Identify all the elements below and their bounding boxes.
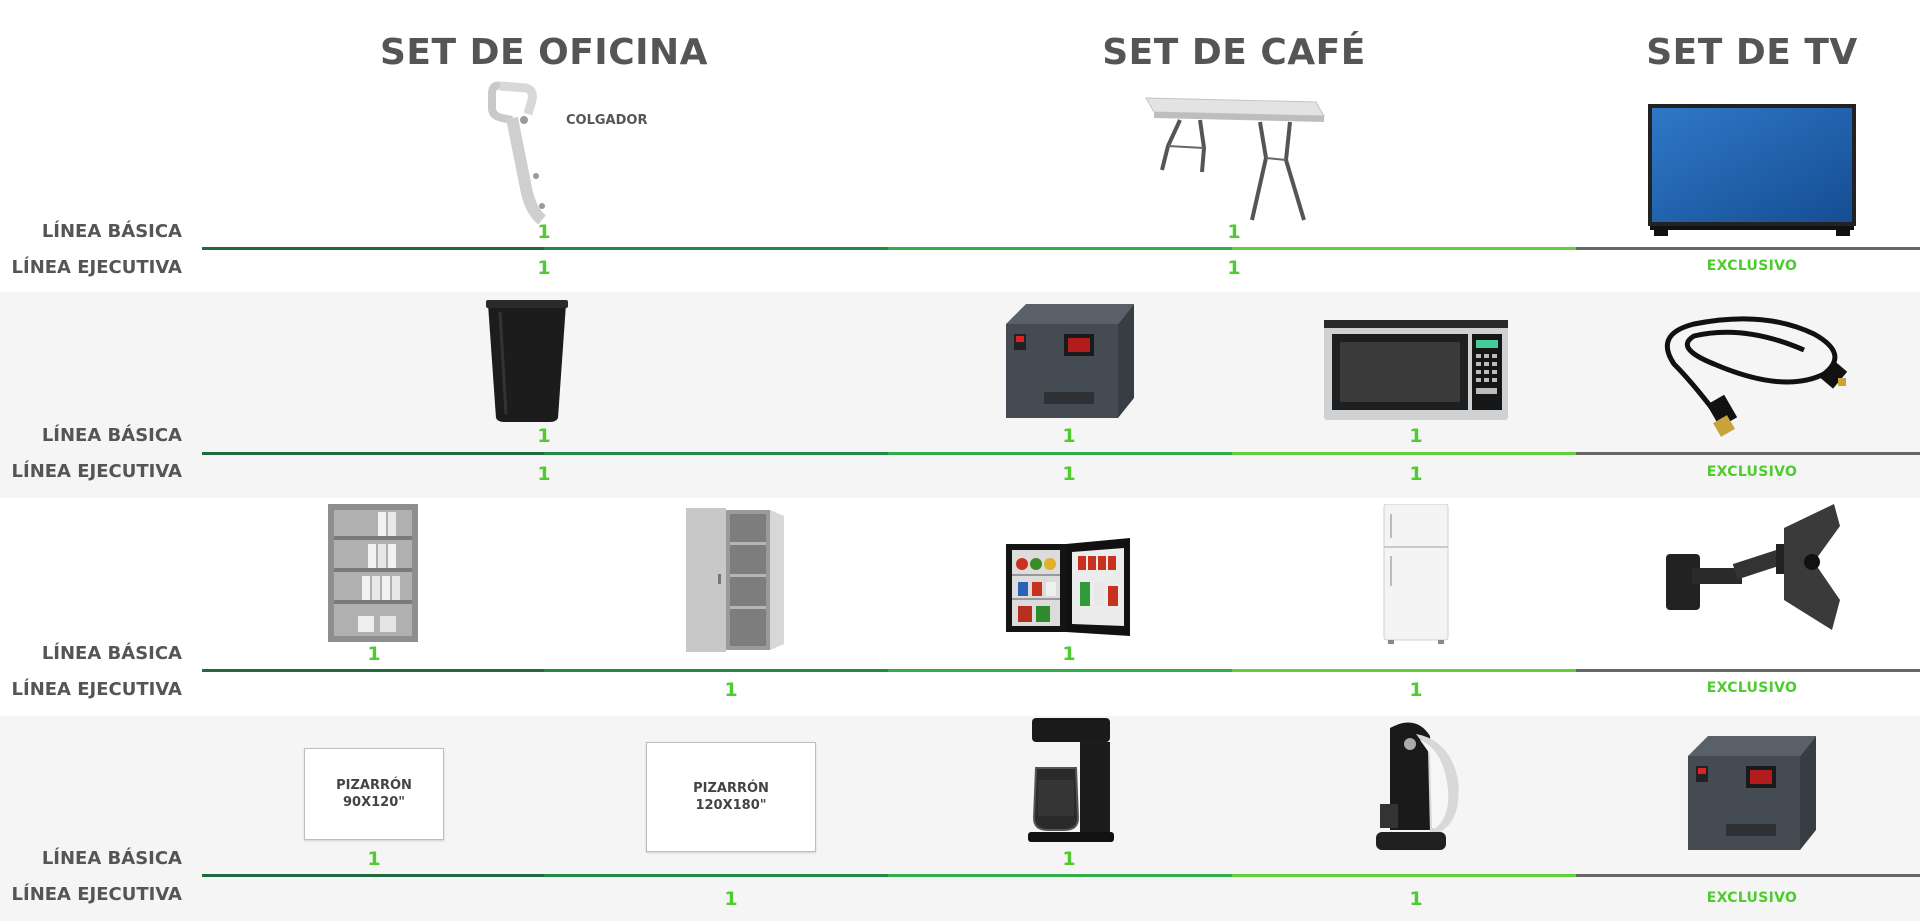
tv-wall-mount-icon (1666, 504, 1840, 630)
row-band-2 (0, 292, 1920, 498)
row1-executive-label: LÍNEA EJECUTIVA (11, 257, 182, 278)
television-icon (1648, 104, 1856, 236)
hanger-label: COLGADOR (566, 113, 648, 128)
row3-bookshelf-basic-qty: 1 (367, 643, 381, 665)
row2-trash-executive-qty: 1 (537, 463, 551, 485)
row3-executive-label: LÍNEA EJECUTIVA (11, 679, 182, 700)
row2-executive-label: LÍNEA EJECUTIVA (11, 461, 182, 482)
coffee-maker-icon (1028, 718, 1114, 842)
set-title-tv: SET DE TV (1646, 32, 1858, 73)
row2-trash-basic-qty: 1 (537, 425, 551, 447)
row4-board120-executive-qty: 1 (724, 888, 738, 910)
board2-line1: PIZARRÓN (693, 781, 769, 796)
row2-microwave-basic-qty: 1 (1409, 425, 1423, 447)
voltage-regulator-icon (1006, 304, 1134, 418)
row-band-4 (0, 716, 1920, 921)
row2-regulator-basic-qty: 1 (1062, 425, 1076, 447)
row1-hanger-executive-qty: 1 (537, 257, 551, 279)
row4-coffeemaker-basic-qty: 1 (1062, 848, 1076, 870)
refrigerator-icon (1383, 504, 1449, 644)
row3-cabinet-executive-qty: 1 (724, 679, 738, 701)
row1-hanger-basic-qty: 1 (537, 221, 551, 243)
whiteboard-120x180-icon: PIZARRÓN 120X180" (646, 742, 816, 852)
board1-line2: 90X120" (342, 795, 406, 810)
row3-basic-label: LÍNEA BÁSICA (41, 643, 182, 664)
trash-bin-icon (486, 300, 568, 422)
row1-table-executive-qty: 1 (1227, 257, 1241, 279)
row1-divider (202, 247, 1920, 250)
cabinet-icon (686, 508, 784, 652)
voltage-regulator-icon (1688, 736, 1816, 850)
board1-line1: PIZARRÓN (336, 778, 412, 793)
hdmi-cable-icon (1664, 316, 1848, 437)
row4-board90-basic-qty: 1 (367, 848, 381, 870)
row4-capsule-executive-qty: 1 (1409, 888, 1423, 910)
folding-table-icon (1145, 97, 1325, 221)
set-title-cafe: SET DE CAFÉ (1102, 32, 1366, 73)
row3-minifridge-basic-qty: 1 (1062, 643, 1076, 665)
bookshelf-icon (328, 504, 418, 642)
row1-tv-exclusive: EXCLUSIVO (1706, 258, 1798, 274)
row3-refrigerator-executive-qty: 1 (1409, 679, 1423, 701)
row4-regulator-exclusive: EXCLUSIVO (1706, 890, 1798, 906)
minifridge-icon (1006, 538, 1130, 636)
row2-hdmi-exclusive: EXCLUSIVO (1706, 464, 1798, 480)
row4-executive-label: LÍNEA EJECUTIVA (11, 884, 182, 905)
row4-divider (202, 874, 1920, 877)
row1-basic-label: LÍNEA BÁSICA (41, 221, 182, 242)
row2-microwave-executive-qty: 1 (1409, 463, 1423, 485)
row1-table-basic-qty: 1 (1227, 221, 1241, 243)
microwave-icon (1324, 320, 1508, 420)
whiteboard-90x120-icon: PIZARRÓN 90X120" (304, 748, 444, 840)
hanger-icon (488, 81, 547, 225)
set-title-office: SET DE OFICINA (379, 32, 709, 73)
board2-line2: 120X180" (695, 798, 767, 813)
row3-mount-exclusive: EXCLUSIVO (1706, 680, 1798, 696)
row2-regulator-executive-qty: 1 (1062, 463, 1076, 485)
row2-basic-label: LÍNEA BÁSICA (41, 425, 182, 446)
row3-divider (202, 669, 1920, 672)
capsule-coffee-machine-icon (1376, 722, 1459, 850)
row2-divider (202, 452, 1920, 455)
row4-basic-label: LÍNEA BÁSICA (41, 848, 182, 869)
